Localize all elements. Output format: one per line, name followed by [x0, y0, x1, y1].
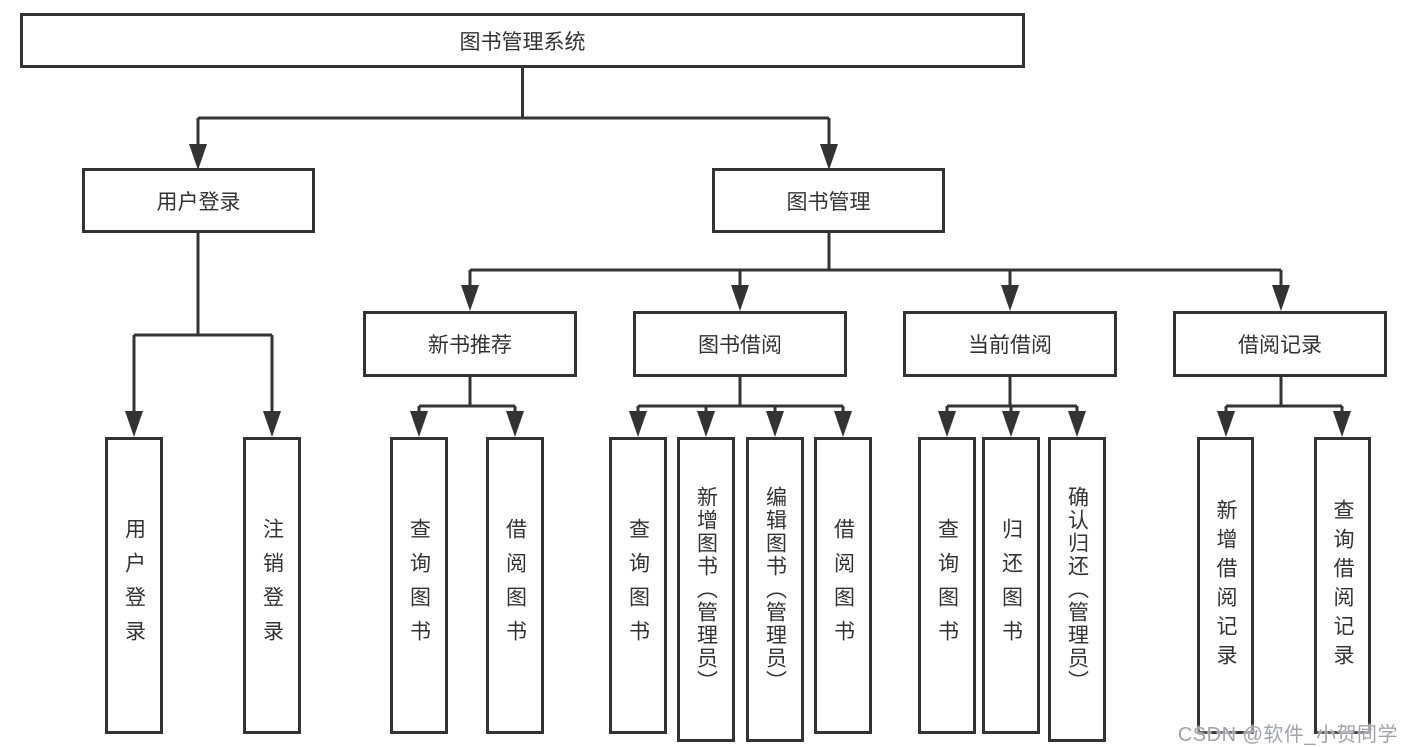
node-borrow-record: 借阅记录 [1173, 311, 1387, 377]
leaf-query-book-2-label: 查询图书 [626, 517, 650, 654]
node-new-book-recommend: 新书推荐 [363, 311, 577, 377]
node-new-book-recommend-label: 新书推荐 [428, 334, 512, 357]
node-root: 图书管理系统 [20, 13, 1025, 68]
connector-user-login-branch [125, 233, 281, 437]
leaf-return-book-label: 归还图书 [999, 517, 1023, 654]
node-book-borrow: 图书借阅 [633, 311, 847, 377]
leaf-borrow-book-1: 借阅图书 [486, 437, 544, 734]
leaf-confirm-return-admin-label: 确认归还（管理员） [1065, 486, 1089, 693]
leaf-return-book: 归还图书 [982, 437, 1040, 734]
connector-new-book-branch [410, 377, 524, 437]
node-borrow-record-label: 借阅记录 [1238, 334, 1322, 357]
node-book-borrow-label: 图书借阅 [698, 334, 782, 357]
leaf-logout: 注销登录 [243, 437, 301, 734]
leaf-logout-label: 注销登录 [260, 517, 284, 654]
leaf-edit-book-admin-label: 编辑图书（管理员） [763, 486, 787, 693]
leaf-query-book-1: 查询图书 [390, 437, 448, 734]
leaf-query-book-1-label: 查询图书 [407, 517, 431, 654]
leaf-borrow-book-2: 借阅图书 [814, 437, 872, 734]
leaf-query-book-2: 查询图书 [609, 437, 667, 734]
node-book-manage: 图书管理 [712, 168, 945, 233]
leaf-query-book-3: 查询图书 [918, 437, 976, 734]
connector-root-to-level2 [189, 68, 838, 170]
watermark-text: CSDN @软件_小贺同学 [1177, 724, 1398, 746]
leaf-user-login: 用户登录 [105, 437, 163, 734]
leaf-query-borrow-record-label: 查询借阅记录 [1331, 498, 1354, 673]
node-user-login-label: 用户登录 [156, 190, 241, 214]
leaf-confirm-return-admin: 确认归还（管理员） [1048, 437, 1106, 742]
node-root-label: 图书管理系统 [459, 30, 586, 54]
leaf-query-borrow-record: 查询借阅记录 [1314, 437, 1371, 734]
node-current-borrow-label: 当前借阅 [968, 334, 1052, 357]
leaf-query-book-3-label: 查询图书 [935, 517, 959, 654]
node-book-manage-label: 图书管理 [786, 190, 871, 214]
connector-book-borrow-branch [629, 377, 852, 437]
node-current-borrow: 当前借阅 [903, 311, 1117, 377]
leaf-borrow-book-1-label: 借阅图书 [503, 517, 527, 654]
connector-current-borrow-branch [938, 377, 1086, 437]
leaf-borrow-book-2-label: 借阅图书 [831, 517, 855, 654]
leaf-add-borrow-record: 新增借阅记录 [1197, 437, 1254, 734]
leaf-add-book-admin-label: 新增图书（管理员） [694, 486, 718, 693]
connector-borrow-record-branch [1217, 377, 1351, 437]
leaf-user-login-label: 用户登录 [122, 517, 146, 654]
leaf-edit-book-admin: 编辑图书（管理员） [746, 437, 804, 742]
node-user-login: 用户登录 [82, 168, 315, 233]
leaf-add-borrow-record-label: 新增借阅记录 [1214, 498, 1237, 673]
leaf-add-book-admin: 新增图书（管理员） [677, 437, 735, 742]
connector-book-manage-branch [461, 233, 1290, 311]
